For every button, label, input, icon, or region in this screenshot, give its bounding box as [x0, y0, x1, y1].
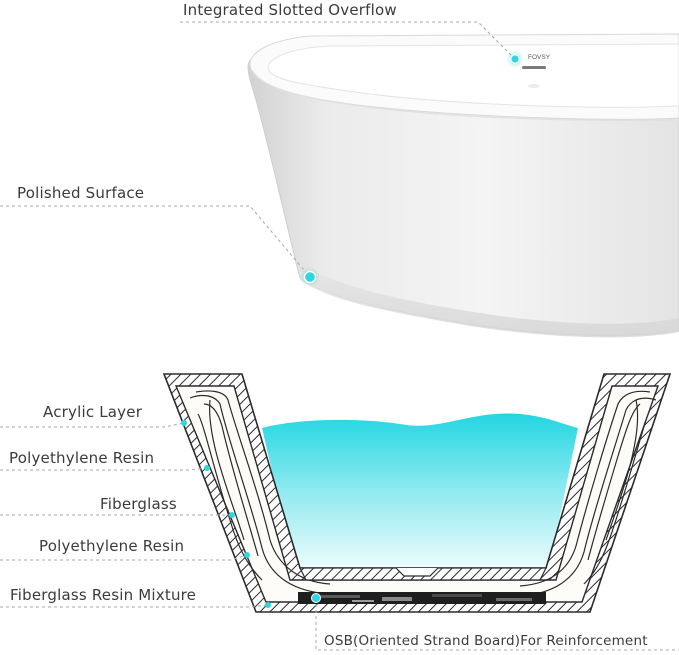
bottom-leader-lines [0, 422, 679, 651]
label-polished-surface: Polished Surface [17, 184, 145, 202]
label-polyethylene-resin-2: Polyethylene Resin [39, 537, 185, 555]
brand-mark: FOVSY [528, 54, 551, 61]
cross-section [162, 373, 672, 613]
label-fiberglass-resin-mixture: Fiberglass Resin Mixture [10, 586, 197, 604]
label-acrylic-layer: Acrylic Layer [43, 403, 143, 421]
drain-icon [528, 84, 540, 88]
label-osb-reinforcement: OSB(Oriented Strand Board)For Reinforcem… [324, 633, 648, 649]
label-integrated-slotted-overflow: Integrated Slotted Overflow [183, 1, 397, 19]
water-fill [262, 413, 578, 584]
label-fiberglass: Fiberglass [100, 495, 177, 513]
overflow-slot [522, 66, 546, 69]
bathtub-render: FOVSY [247, 33, 679, 338]
top-hotspots [300, 50, 524, 287]
osb-board [298, 592, 546, 604]
outer-shell [162, 373, 672, 613]
right-layers [519, 390, 657, 597]
bottom-hotspots [181, 420, 321, 608]
label-polyethylene-resin-1: Polyethylene Resin [9, 449, 155, 467]
top-leader-lines [0, 21, 515, 277]
left-layers [189, 390, 331, 595]
